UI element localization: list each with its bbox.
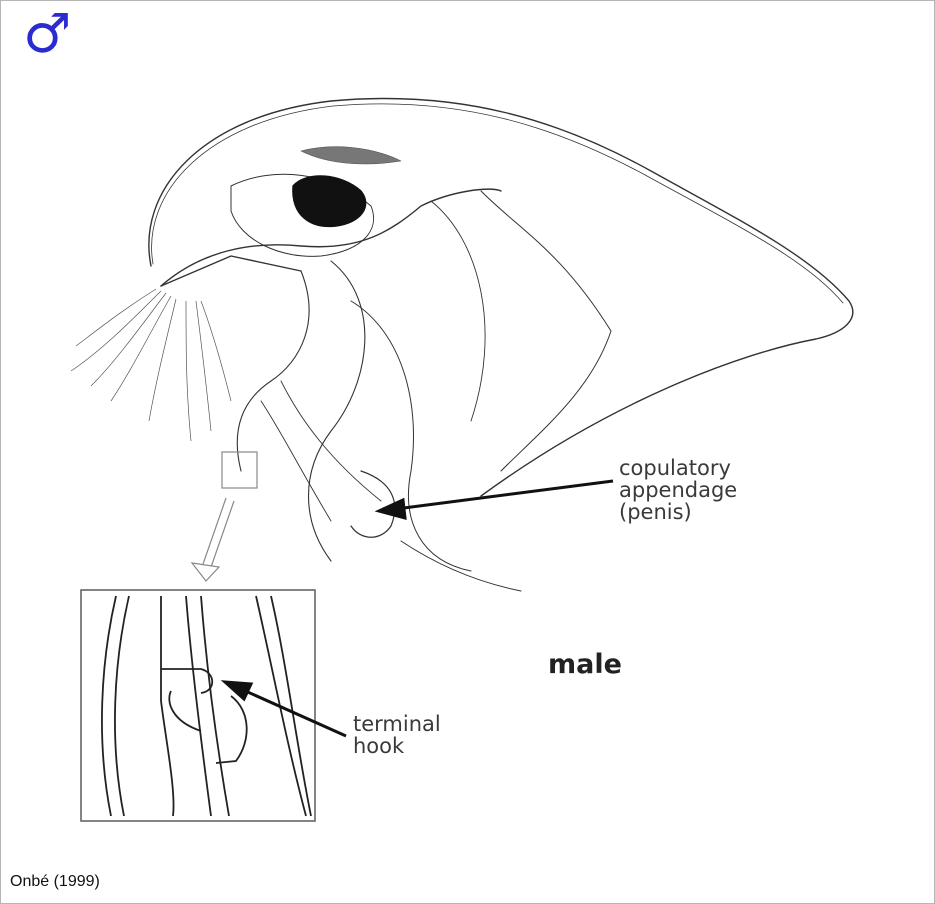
terminal-hook-label: terminal hook: [353, 713, 441, 757]
inset-marker: [222, 452, 257, 488]
penis-label: copulatory appendage (penis): [619, 457, 737, 523]
penis-arrow: [379, 481, 613, 518]
setae-bundle: [71, 289, 231, 441]
carapace-outline: [149, 98, 853, 496]
compound-eye: [293, 176, 366, 226]
inset-pointer-arrow: [192, 498, 234, 581]
figure-credit: Onbé (1999): [10, 873, 100, 891]
sex-label: male: [548, 649, 622, 680]
